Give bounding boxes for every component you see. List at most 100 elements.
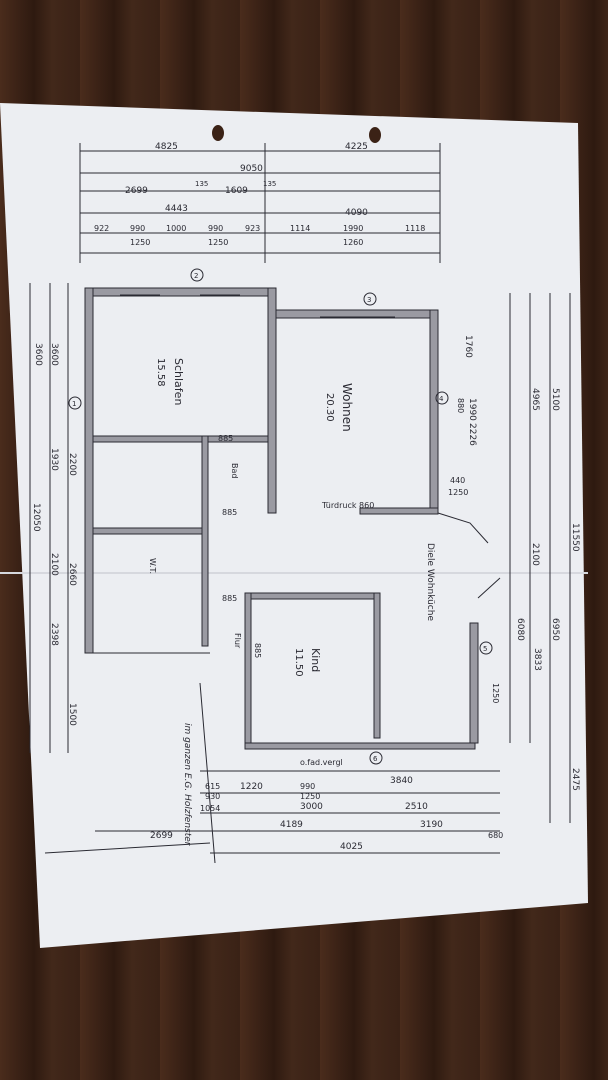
right-dimension-lines — [509, 293, 571, 823]
wall-living-bottom — [359, 507, 439, 515]
dim-top-7: 4443 — [165, 204, 188, 214]
dim-top-5: 1609 — [225, 186, 248, 196]
room-wohnen-area: 20.30 — [324, 393, 335, 422]
dim-right-14: 2475 — [570, 768, 580, 791]
dim-right-4: 880 — [456, 398, 465, 413]
wall-kind-top — [244, 592, 381, 600]
dim-right-13: 1250 — [491, 683, 500, 703]
dim-top-12: 1000 — [166, 224, 186, 233]
dim-bottom-0: 615 — [205, 782, 220, 791]
windows — [120, 294, 501, 599]
dim-right-0: 5100 — [550, 388, 560, 411]
dim-right-3: 1990 — [467, 398, 477, 421]
dim-top-11: 1250 — [130, 238, 150, 247]
label-wt: W.T. — [148, 558, 157, 574]
label-885-b: 885 — [222, 508, 237, 517]
room-flur-name: Flur — [233, 633, 242, 649]
dim-right-2: 1760 — [463, 335, 473, 358]
dim-left-5: 2100 — [49, 553, 59, 576]
dim-bottom-11: 2699 — [150, 831, 173, 841]
top-dimension-lines — [79, 143, 441, 263]
dim-left-7: 2398 — [49, 623, 59, 646]
dim-top-14: 1250 — [208, 238, 228, 247]
svg-text:2: 2 — [194, 272, 198, 280]
dim-bottom-9: 4189 — [280, 820, 303, 830]
wall-bath-top — [92, 435, 269, 443]
dim-right-9: 2100 — [530, 543, 540, 566]
dim-left-6: 2660 — [67, 563, 77, 586]
dim-top-16: 1114 — [290, 224, 310, 233]
dim-bottom-1: 1220 — [240, 782, 263, 792]
wall-middle-vertical — [267, 287, 277, 514]
wall-top-left — [84, 287, 276, 297]
room-marker-1: 1 — [68, 396, 82, 410]
dim-right-6: 440 — [450, 476, 465, 485]
label-885-c: 885 — [222, 594, 237, 603]
dim-top-15: 923 — [245, 224, 260, 233]
dim-top-6: 135 — [263, 180, 276, 188]
right-dimension-labels: 5100 4965 1760 1990 880 2226 440 1250 11… — [448, 335, 580, 791]
room-marker-2: 2 — [190, 268, 204, 282]
dim-bottom-12: 4025 — [340, 842, 363, 852]
svg-text:4: 4 — [439, 395, 444, 403]
dim-right-5: 2226 — [467, 423, 477, 446]
building-walls — [84, 287, 479, 750]
dim-top-8: 4090 — [345, 208, 368, 218]
dim-top-9: 922 — [94, 224, 109, 233]
hatched-exterior-wall — [44, 652, 216, 864]
room-essen-name: Diele Wohnküche — [425, 543, 435, 621]
dim-left-8: 1500 — [67, 703, 77, 726]
dim-left-1: 3600 — [33, 343, 43, 366]
svg-text:6: 6 — [373, 755, 378, 763]
dim-top-19: 1118 — [405, 224, 425, 233]
dim-bottom-7: 3000 — [300, 802, 323, 812]
dim-top-0: 4825 — [155, 142, 178, 152]
wall-right-lower — [469, 622, 479, 744]
wall-hall — [201, 435, 209, 647]
misc-plan-labels: Türdruck 860 W.T. 885 885 885 885 o.fad.… — [148, 434, 374, 767]
bottom-dimension-lines — [95, 770, 500, 854]
label-885-a: 885 — [218, 434, 233, 443]
label-tuerdruck: Türdruck 860 — [321, 501, 374, 510]
dim-left-4: 12050 — [31, 503, 41, 532]
room-marker-5: 5 — [479, 641, 493, 655]
handwritten-note: im ganzen E.G. Holzfenster — [182, 723, 192, 847]
room-labels: Schlafen 15.58 Wohnen 20.30 Kind 11.50 B… — [155, 358, 435, 677]
dim-top-17: 1990 — [343, 224, 363, 233]
dim-left-0: 3600 — [49, 343, 59, 366]
dim-bottom-10: 3190 — [420, 820, 443, 830]
floor-plan-paper: 4825 4225 9050 2699 135 1609 135 4443 40… — [0, 103, 588, 948]
room-number-markers: 2 3 4 5 6 1 — [68, 268, 493, 765]
dim-left-3: 2200 — [67, 453, 77, 476]
dim-bottom-2: 990 — [300, 782, 315, 791]
room-bad-name: Bad — [230, 463, 239, 478]
dim-top-3: 2699 — [125, 186, 148, 196]
dim-right-8: 11550 — [570, 523, 580, 552]
dim-bottom-8: 2510 — [405, 802, 428, 812]
dim-right-1: 4965 — [530, 388, 540, 411]
dim-right-11: 6080 — [515, 618, 525, 641]
label-885-d: 885 — [253, 643, 262, 658]
wall-right-upper — [429, 309, 439, 511]
left-dimension-lines — [29, 283, 69, 753]
room-kind-area: 11.50 — [293, 648, 304, 677]
wall-bottom — [244, 742, 476, 750]
dim-bottom-5: 1250 — [300, 792, 320, 801]
paper-sheet — [0, 103, 588, 948]
dim-bottom-3: 3840 — [390, 776, 413, 786]
bay-window — [437, 512, 489, 544]
dim-right-7: 1250 — [448, 488, 468, 497]
bottom-dimension-labels: 615 1220 990 3840 930 1250 1054 3000 251… — [150, 776, 503, 852]
svg-text:5: 5 — [483, 645, 487, 653]
window-4 — [477, 577, 501, 599]
room-kind-name: Kind — [309, 648, 322, 672]
room-schlafen-area: 15.58 — [155, 358, 166, 387]
svg-text:1: 1 — [72, 400, 76, 408]
punch-hole-left — [212, 125, 224, 141]
dim-bottom-13: 680 — [488, 831, 503, 840]
wall-kind-right — [373, 592, 381, 739]
dim-bottom-4: 930 — [205, 792, 220, 801]
dim-top-2: 9050 — [240, 164, 263, 174]
dim-top-10: 990 — [130, 224, 145, 233]
